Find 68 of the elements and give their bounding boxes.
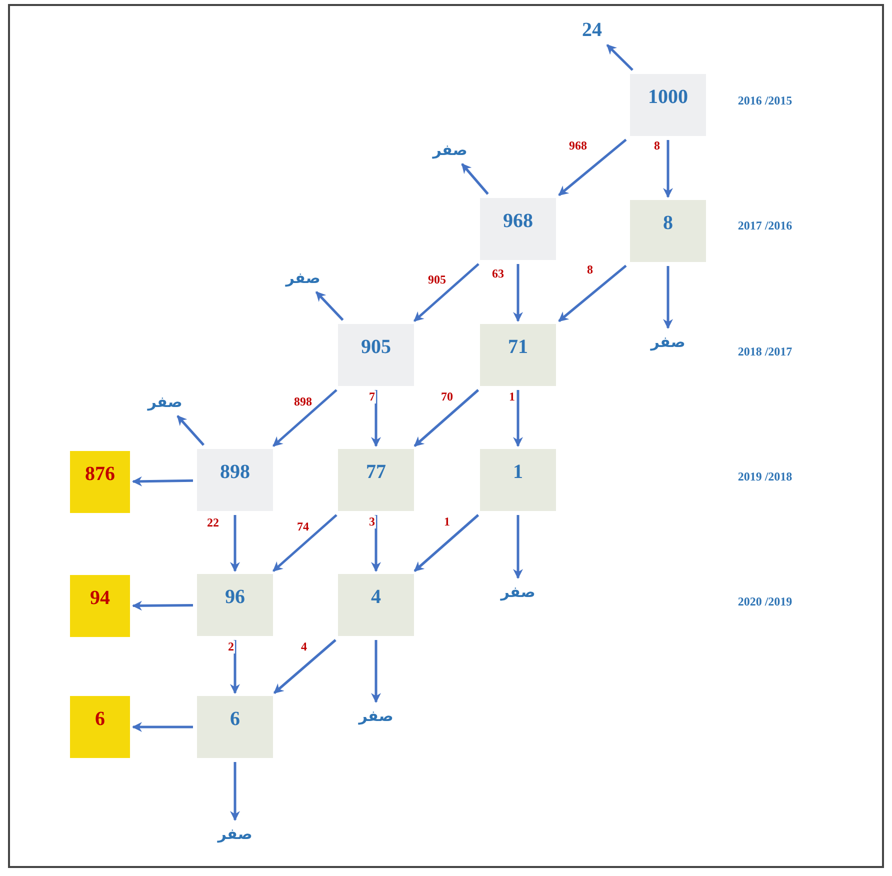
- arrow: [230, 515, 240, 572]
- value-box: 1: [480, 449, 556, 511]
- value-box: 898: [197, 449, 273, 511]
- value-box: 1000: [630, 74, 706, 136]
- value-box: 6: [197, 696, 273, 758]
- arrow: [663, 266, 673, 329]
- arrow: [176, 415, 205, 446]
- value-box: 8: [630, 200, 706, 262]
- edge-label: 8: [586, 264, 594, 276]
- value-text: 24: [574, 18, 610, 42]
- edge-label: 74: [296, 520, 310, 534]
- year-label: 2019 /2018: [738, 470, 792, 484]
- arrow: [272, 389, 338, 447]
- edge-label: 968: [568, 140, 588, 152]
- arrow: [230, 762, 240, 821]
- year-label: 2020 /2019: [738, 594, 792, 610]
- zero-text: صفر: [145, 391, 185, 413]
- edge-label: 898: [293, 396, 313, 408]
- edge-label: 4: [300, 640, 308, 654]
- edge-label: 905: [427, 274, 447, 286]
- arrow: [371, 390, 381, 447]
- arrow: [132, 600, 193, 611]
- value-box: 96: [197, 574, 273, 636]
- arrow: [272, 514, 338, 572]
- arrow: [132, 722, 193, 732]
- arrow: [513, 264, 523, 322]
- edge-label: 22: [206, 516, 220, 530]
- edge-label: 70: [440, 390, 454, 404]
- edge-label: 2: [227, 640, 235, 654]
- arrow: [513, 515, 523, 579]
- result-box: 94: [70, 575, 130, 637]
- arrow: [132, 476, 194, 486]
- arrow: [606, 44, 634, 71]
- zero-text: صفر: [498, 581, 538, 603]
- value-box: 968: [480, 198, 556, 260]
- year-label: 2016 /2015: [738, 94, 792, 108]
- arrow: [513, 390, 523, 447]
- arrow: [371, 515, 381, 572]
- year-label: 2017 /2016: [738, 218, 792, 234]
- arrow: [230, 640, 240, 694]
- arrow: [558, 264, 627, 322]
- year-label: 2018 /2017: [738, 344, 792, 360]
- edge-label: 63: [491, 268, 505, 280]
- edge-label: 1: [508, 390, 516, 404]
- zero-text: صفر: [356, 705, 396, 727]
- result-box: 876: [70, 451, 130, 513]
- zero-text: صفر: [430, 139, 470, 161]
- value-box: 4: [338, 574, 414, 636]
- value-box: 71: [480, 324, 556, 386]
- value-box: 77: [338, 449, 414, 511]
- zero-text: صفر: [215, 823, 255, 845]
- edge-label: 8: [653, 140, 661, 152]
- arrow: [413, 263, 480, 322]
- arrow: [371, 640, 381, 703]
- arrow: [663, 140, 673, 198]
- edge-label: 1: [443, 516, 451, 528]
- result-box: 6: [70, 696, 130, 758]
- zero-text: صفر: [283, 267, 323, 289]
- arrow: [414, 389, 480, 447]
- arrow: [461, 163, 489, 195]
- edge-label: 7: [368, 390, 376, 404]
- arrow: [558, 138, 627, 196]
- arrow: [315, 291, 344, 321]
- arrow: [273, 639, 336, 694]
- arrow: [414, 514, 480, 572]
- value-box: 905: [338, 324, 414, 386]
- zero-text: صفر: [648, 331, 688, 353]
- edge-label: 3: [368, 516, 376, 528]
